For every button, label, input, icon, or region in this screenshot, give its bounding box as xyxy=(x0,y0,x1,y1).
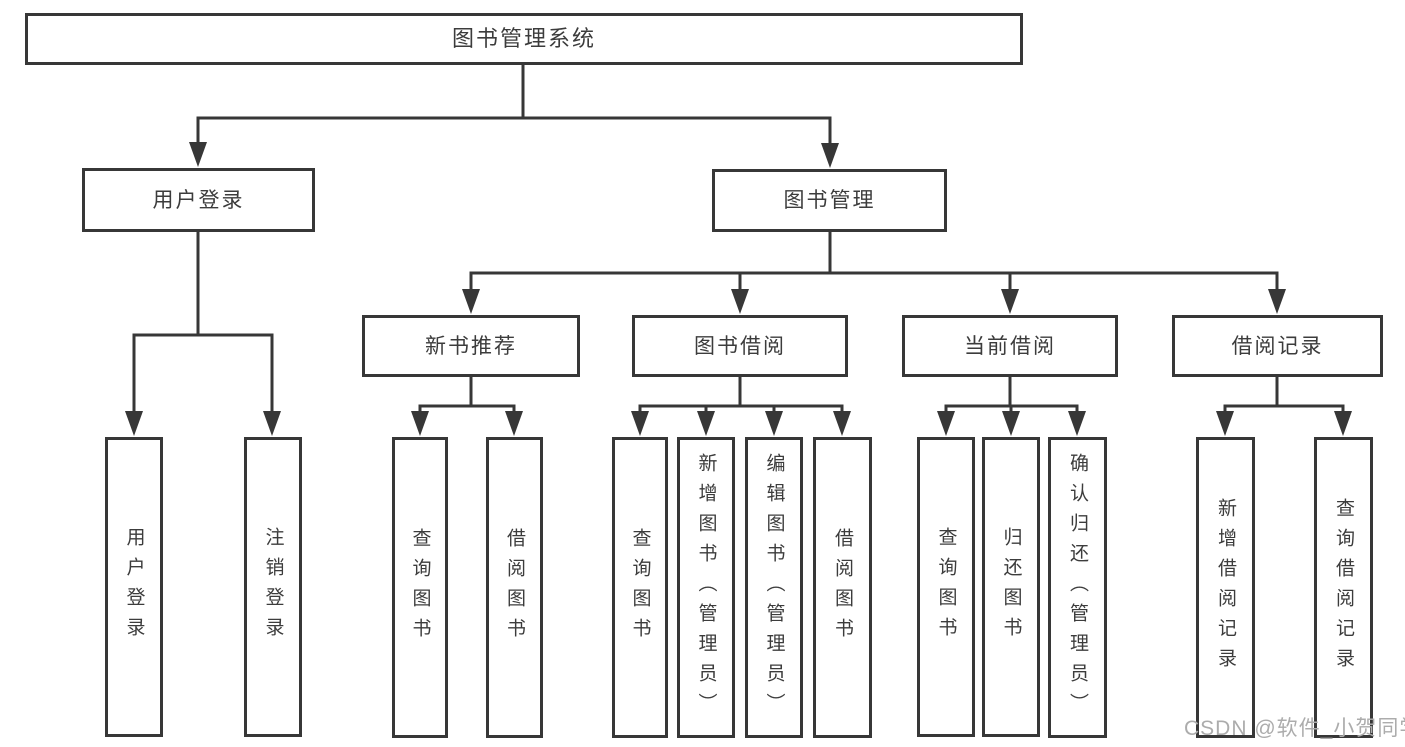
node-label: 查询图书 xyxy=(935,527,957,647)
watermark-text: CSDN @软件_小贺同学 xyxy=(1184,717,1405,740)
node-user-login: 用户登录 xyxy=(82,168,315,232)
node-current-borrowing: 当前借阅 xyxy=(902,315,1118,377)
leaf-borrow-books-borrowing: 借阅图书 xyxy=(813,437,872,738)
leaf-edit-books-admin: 编辑图书（管理员） xyxy=(745,437,803,738)
node-label: 图书管理系统 xyxy=(451,26,596,51)
node-label: 图书管理 xyxy=(783,189,876,212)
node-label: 确认归还（管理员） xyxy=(1067,452,1088,723)
node-label: 编辑图书（管理员） xyxy=(763,452,785,723)
leaf-borrow-books-recommend: 借阅图书 xyxy=(486,437,543,738)
node-label: 查询借阅记录 xyxy=(1333,497,1354,678)
node-label: 新增图书（管理员） xyxy=(695,452,717,723)
node-borrowing-records: 借阅记录 xyxy=(1172,315,1383,377)
node-label: 注销登录 xyxy=(262,527,284,647)
edge-current-borrowing-to-leaves xyxy=(937,375,1086,436)
leaf-query-books-current: 查询图书 xyxy=(917,437,975,737)
node-label: 当前借阅 xyxy=(964,334,1056,358)
leaf-add-books-admin: 新增图书（管理员） xyxy=(677,437,735,738)
leaf-query-borrow-record: 查询借阅记录 xyxy=(1314,437,1373,738)
leaf-query-books-recommend: 查询图书 xyxy=(392,437,448,738)
leaf-logout: 注销登录 xyxy=(244,437,302,737)
node-label: 图书借阅 xyxy=(694,334,786,358)
node-book-management: 图书管理 xyxy=(712,169,947,232)
edge-book-management-to-level2 xyxy=(462,230,1286,314)
node-label: 借阅图书 xyxy=(832,527,853,648)
leaf-query-books-borrowing: 查询图书 xyxy=(612,437,668,738)
leaf-confirm-return-admin: 确认归还（管理员） xyxy=(1048,437,1107,738)
node-label: 查询图书 xyxy=(629,527,651,648)
node-new-book-recommend: 新书推荐 xyxy=(362,315,580,377)
node-library-management-system: 图书管理系统 xyxy=(25,13,1023,65)
edge-new-book-recommend-to-leaves xyxy=(411,375,523,436)
node-book-borrowing: 图书借阅 xyxy=(632,315,848,377)
node-label: 归还图书 xyxy=(1000,527,1022,647)
node-label: 借阅图书 xyxy=(504,527,525,648)
edge-book-borrowing-to-leaves xyxy=(631,375,851,436)
node-label: 用户登录 xyxy=(123,527,145,647)
node-label: 借阅记录 xyxy=(1231,334,1324,358)
node-label: 用户登录 xyxy=(152,188,245,212)
node-label: 新书推荐 xyxy=(425,334,517,358)
leaf-return-books: 归还图书 xyxy=(982,437,1040,737)
node-label: 新增借阅记录 xyxy=(1215,497,1236,678)
leaf-user-login: 用户登录 xyxy=(105,437,163,737)
edge-borrowing-records-to-leaves xyxy=(1216,375,1352,436)
edge-root-to-level1 xyxy=(189,63,839,168)
edge-user-login-to-leaves xyxy=(125,230,281,436)
leaf-add-borrow-record: 新增借阅记录 xyxy=(1196,437,1255,738)
node-label: 查询图书 xyxy=(409,527,431,648)
